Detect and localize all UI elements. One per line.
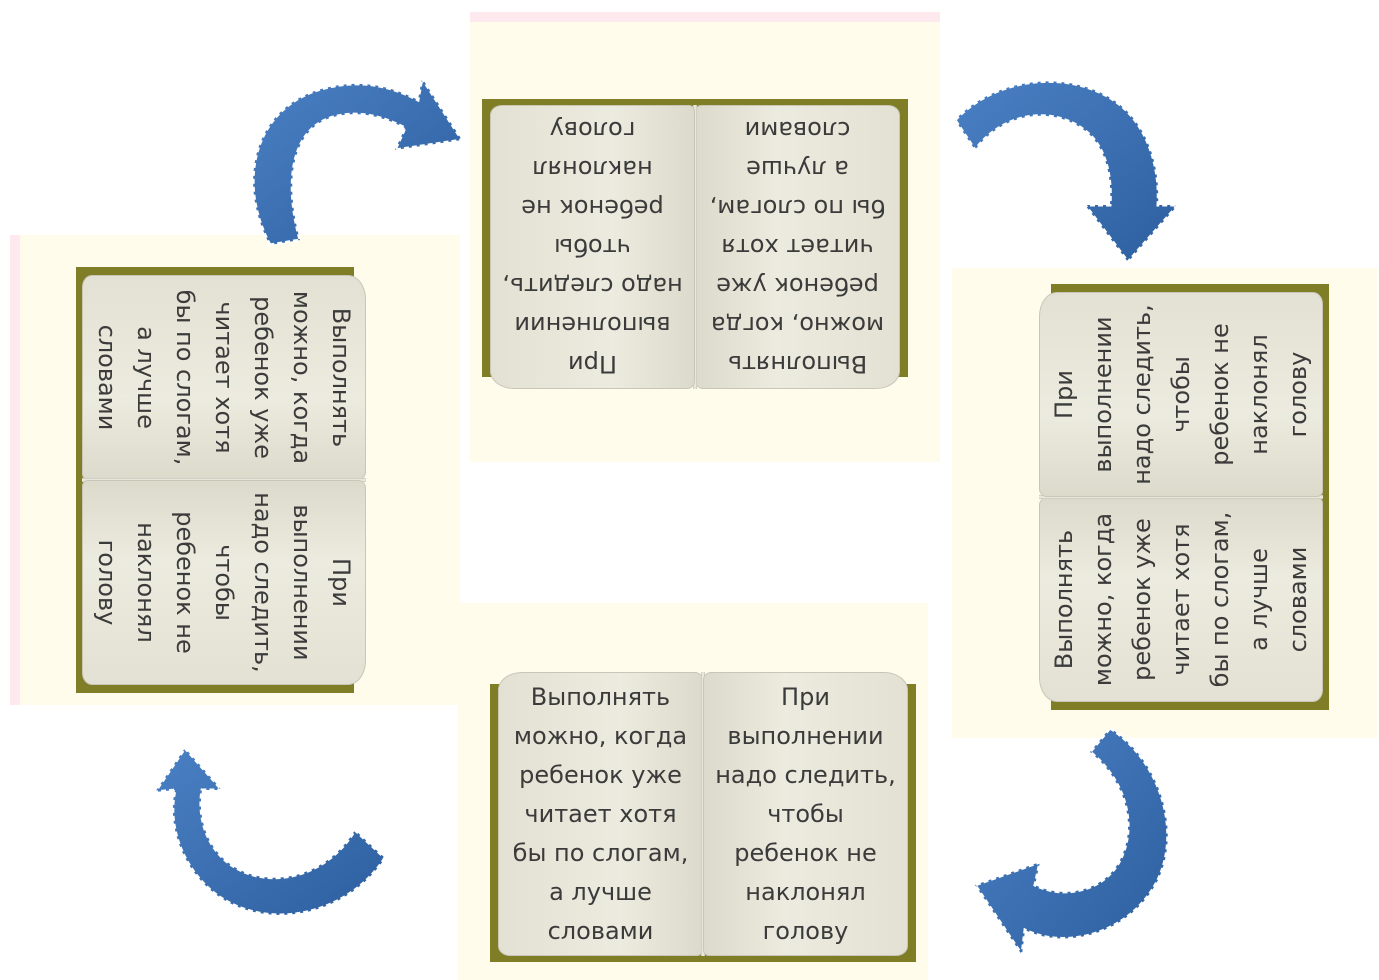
book-right-page: При выполнении надо следить, чтобы ребен… xyxy=(490,105,695,389)
text-line: ребенок уже xyxy=(249,296,278,459)
text-line: ребенок не xyxy=(521,194,664,223)
text-line: читает хотя xyxy=(210,301,239,454)
text-line: чтобы xyxy=(210,544,239,621)
text-line: выполнении xyxy=(288,504,317,661)
text-line: При xyxy=(1049,370,1078,419)
text-line: голову xyxy=(1283,351,1312,438)
book-left-page: Выполнять можно, когда ребенок уже читае… xyxy=(82,275,366,480)
text-line: словами xyxy=(744,116,851,145)
text-line: можно, когда xyxy=(288,290,317,465)
text-line: можно, когда xyxy=(710,311,885,340)
text-line: ребенок уже xyxy=(519,760,682,789)
text-line: читает хотя xyxy=(524,799,677,828)
book-top: Выполнять можно, когда ребенок уже читае… xyxy=(482,99,908,389)
text-line: наклонял xyxy=(532,155,653,184)
book-bottom: Выполнять можно, когда ребенок уже читае… xyxy=(490,672,916,962)
text-line: надо следить, xyxy=(715,760,896,789)
text-line: надо следить, xyxy=(1127,304,1156,485)
text-line: Выполнять xyxy=(327,307,356,448)
text-line: выполнении xyxy=(727,721,884,750)
text-line: словами xyxy=(1283,546,1312,653)
text-line: чтобы xyxy=(554,233,631,262)
text-line: а лучше xyxy=(1244,548,1273,651)
text-line: Выполнять xyxy=(1049,529,1078,670)
text-line: можно, когда xyxy=(1088,512,1117,687)
text-line: надо следить, xyxy=(249,492,278,673)
arrow-icon xyxy=(953,79,1182,265)
text-line: голову xyxy=(762,916,849,945)
text-line: читает хотя xyxy=(1166,523,1195,676)
text-line: ребенок уже xyxy=(1127,518,1156,681)
text-line: словами xyxy=(93,324,122,431)
text-line: можно, когда xyxy=(513,721,688,750)
text-line: При xyxy=(568,350,617,379)
book-right-page: При выполнении надо следить, чтобы ребен… xyxy=(703,672,908,956)
text-line: бы по слогам, xyxy=(1205,511,1234,688)
text-line: надо следить, xyxy=(502,272,683,301)
text-line: словами xyxy=(547,916,654,945)
book-left-page: Выполнять можно, когда ребенок уже читае… xyxy=(695,105,900,389)
text-line: голову xyxy=(549,116,636,145)
text-line: а лучше xyxy=(746,155,849,184)
text-line: чтобы xyxy=(767,799,844,828)
text-line: наклонял xyxy=(132,522,161,643)
text-line: голову xyxy=(93,539,122,626)
text-line: бы по слогам, xyxy=(171,289,200,466)
text-line: ребенок не xyxy=(734,838,877,867)
text-line: наклонял xyxy=(745,877,866,906)
text-line: Выполнять xyxy=(530,682,671,711)
text-line: выполнении xyxy=(1088,316,1117,473)
text-line: ребенок уже xyxy=(716,272,879,301)
arrow-icon xyxy=(251,73,465,247)
text-line: бы по слогам, xyxy=(709,194,886,223)
text-line: чтобы xyxy=(1166,356,1195,433)
text-line: При xyxy=(781,682,830,711)
book-right: Выполнять можно, когда ребенок уже читае… xyxy=(1039,284,1329,710)
book-right-page: При выполнении надо следить, чтобы ребен… xyxy=(82,480,366,685)
text-line: При xyxy=(327,558,356,607)
arrow-icon xyxy=(972,726,1170,960)
book-left: Выполнять можно, когда ребенок уже читае… xyxy=(76,267,366,693)
text-line: бы по слогам, xyxy=(512,838,689,867)
text-line: а лучше xyxy=(132,326,161,429)
text-line: а лучше xyxy=(549,877,652,906)
text-line: ребенок не xyxy=(171,511,200,654)
book-left-page: Выполнять можно, когда ребенок уже читае… xyxy=(1039,497,1323,702)
book-left-page: Выполнять можно, когда ребенок уже читае… xyxy=(498,672,703,956)
arrow-icon xyxy=(151,745,387,917)
text-line: Выполнять xyxy=(727,350,868,379)
text-line: выполнении xyxy=(514,311,671,340)
text-line: ребенок не xyxy=(1205,323,1234,466)
text-line: наклонял xyxy=(1244,334,1273,455)
book-right-page: При выполнении надо следить, чтобы ребен… xyxy=(1039,292,1323,497)
text-line: читает хотя xyxy=(721,233,874,262)
